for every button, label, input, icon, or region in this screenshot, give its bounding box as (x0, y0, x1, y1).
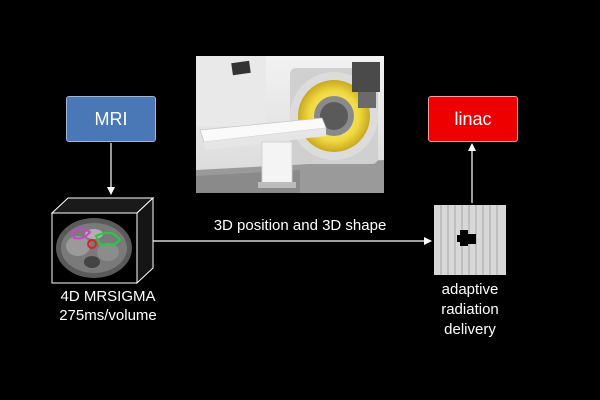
mrsigma-frame-time: 275ms/volume (59, 307, 157, 324)
aperture-shape (457, 230, 476, 246)
mri-label: MRI (94, 108, 128, 129)
linac-label: linac (454, 108, 492, 129)
delivery-label-line2: radiation (441, 301, 499, 318)
flow-label: 3D position and 3D shape (213, 217, 387, 234)
mrsigma-title: 4D MRSIGMA (60, 288, 156, 305)
delivery-label-line3: delivery (444, 321, 496, 338)
linac-box: linac (428, 96, 518, 142)
delivery-label-line1: adaptive (441, 281, 499, 298)
mri-box: MRI (66, 96, 156, 142)
mr-slice-image (51, 212, 138, 284)
